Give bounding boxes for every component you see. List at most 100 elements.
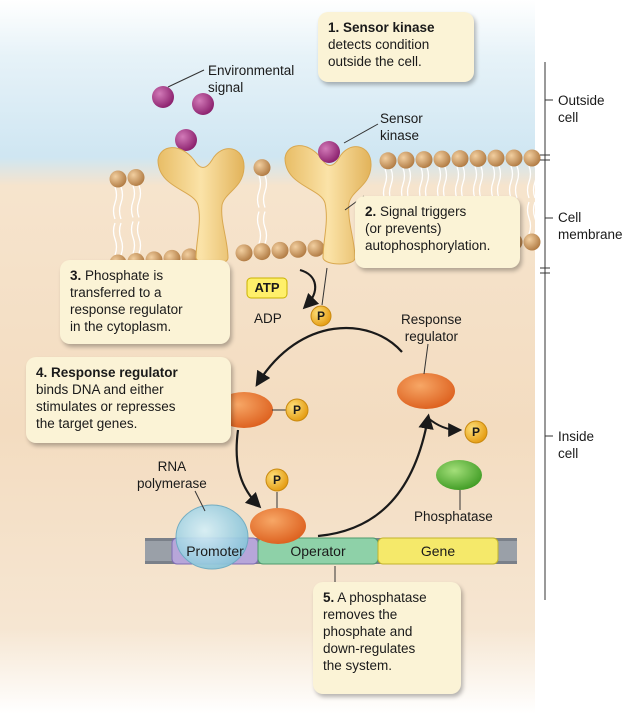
lipid-tail xyxy=(454,166,466,235)
label-line: cell xyxy=(558,110,579,125)
signal-molecule xyxy=(192,93,214,115)
lipid-head xyxy=(253,243,271,261)
cell-membrane-label: Cell membrane xyxy=(558,209,623,243)
step-3-line: in the cytoplasm. xyxy=(70,319,172,334)
step-3-line: Phosphate is xyxy=(81,268,164,283)
label-line: regulator xyxy=(404,329,459,344)
phosphate-label: P xyxy=(292,403,301,417)
bound-signal-molecule xyxy=(318,141,340,163)
step-5-line: the system. xyxy=(323,658,393,673)
step-3-number: 3. xyxy=(70,268,82,283)
signal-molecule xyxy=(152,86,174,108)
phosphate-on-kinase xyxy=(310,305,332,327)
label-line: signal xyxy=(208,80,244,95)
environmental-signal-molecules xyxy=(152,86,214,151)
released-phosphate xyxy=(464,420,488,444)
label-line: polymerase xyxy=(137,476,207,491)
step-1-line: outside the cell. xyxy=(328,54,422,69)
atp-chip xyxy=(246,277,288,299)
phosphate-label: P xyxy=(471,425,480,439)
step-5-line: phosphate and xyxy=(323,624,413,639)
lipid-head xyxy=(127,168,145,186)
adp-label: ADP xyxy=(254,311,282,326)
rna-polymerase xyxy=(175,504,249,570)
sensor-kinase-left xyxy=(157,147,245,265)
label-line: Cell xyxy=(558,210,582,225)
lipid-head xyxy=(379,152,397,170)
phosphatase-label: Phosphatase xyxy=(414,509,493,524)
step-2-line: (or prevents) xyxy=(365,221,442,236)
outside-cell-label: Outside cell xyxy=(558,92,605,126)
label-line: membrane xyxy=(558,227,623,242)
inside-cell-label: Inside cell xyxy=(558,428,594,462)
lipid-head xyxy=(487,149,505,167)
label-line: kinase xyxy=(380,128,420,143)
label-line: Sensor xyxy=(380,111,423,126)
signal-leader-line xyxy=(167,69,205,88)
response-regulator-label: Response regulator xyxy=(401,311,462,345)
step-2-line: autophosphorylation. xyxy=(365,238,491,253)
lipid-head xyxy=(109,170,127,188)
lipid-head xyxy=(307,239,325,257)
lipid-head xyxy=(505,149,523,167)
gene-label: Gene xyxy=(420,543,456,559)
lipid-tail xyxy=(112,186,124,256)
label-line: cell xyxy=(558,446,579,461)
step-1-line: detects condition xyxy=(328,37,430,52)
label-line: RNA xyxy=(157,459,187,474)
operator-label: Operator xyxy=(290,543,346,559)
step-1-heading: 1. Sensor kinase xyxy=(328,20,435,35)
step-4-line: stimulates or represses xyxy=(36,399,176,414)
rna-polymerase-label: RNA polymerase xyxy=(137,458,207,492)
lipid-head xyxy=(397,151,415,169)
lipid-head xyxy=(451,150,469,168)
callout-step-5: 5. A phosphatase removes the phosphate a… xyxy=(313,582,461,694)
phosphate-on-regulator xyxy=(285,398,309,422)
gene-region xyxy=(377,537,499,565)
callout-step-2: 2. Signal triggers (or prevents) autopho… xyxy=(355,196,520,268)
phosphatase-enzyme xyxy=(436,460,482,490)
lipid-tails xyxy=(112,165,538,256)
lipid-tail xyxy=(418,167,430,236)
lipid-head xyxy=(523,149,541,167)
lipid-tail xyxy=(526,165,538,235)
step-4-heading: 4. Response regulator xyxy=(36,365,178,380)
step-4-line: binds DNA and either xyxy=(36,382,164,397)
callout-step-1: 1. Sensor kinase detects condition outsi… xyxy=(318,12,474,82)
step-5-number: 5. xyxy=(323,590,335,605)
signal-molecule xyxy=(175,129,197,151)
promoter-label: Promoter xyxy=(186,543,244,559)
lipid-head xyxy=(523,233,541,251)
atp-label: ATP xyxy=(254,280,280,295)
lipid-head xyxy=(271,241,289,259)
step-5-line: removes the xyxy=(323,607,398,622)
sensor-kinase-right xyxy=(284,141,372,265)
response-regulator-free xyxy=(397,373,455,409)
lipid-tail xyxy=(130,185,142,254)
step-3-line: response regulator xyxy=(70,302,183,317)
lipid-head xyxy=(235,244,253,262)
step-2-number: 2. xyxy=(365,204,377,219)
step-5-line: down-regulates xyxy=(323,641,416,656)
response-regulator-bound xyxy=(250,508,306,544)
label-line: Response xyxy=(401,312,462,327)
regulator-leader-line xyxy=(423,343,429,375)
phosphate-label: P xyxy=(316,309,325,323)
environmental-signal-label: Environmental signal xyxy=(208,62,294,96)
lipid-head xyxy=(289,240,307,258)
label-line: Inside xyxy=(558,429,595,444)
phosphate-on-bound-regulator xyxy=(265,468,289,492)
release-arrow xyxy=(317,413,434,538)
atp-to-adp-arrow xyxy=(299,268,320,310)
lipid-head xyxy=(433,150,451,168)
step-4-line: the target genes. xyxy=(36,416,138,431)
lipid-tail xyxy=(382,168,394,238)
lipid-tail xyxy=(400,167,412,237)
step-3-line: transferred to a xyxy=(70,285,162,300)
phosphate-release-arrow xyxy=(427,417,463,437)
lipid-head xyxy=(253,159,271,177)
sensor-kinase-label: Sensor kinase xyxy=(380,110,423,144)
step-5-line: A phosphatase xyxy=(334,590,427,605)
phosphate-label: P xyxy=(272,473,281,487)
binding-arrow xyxy=(235,429,262,509)
